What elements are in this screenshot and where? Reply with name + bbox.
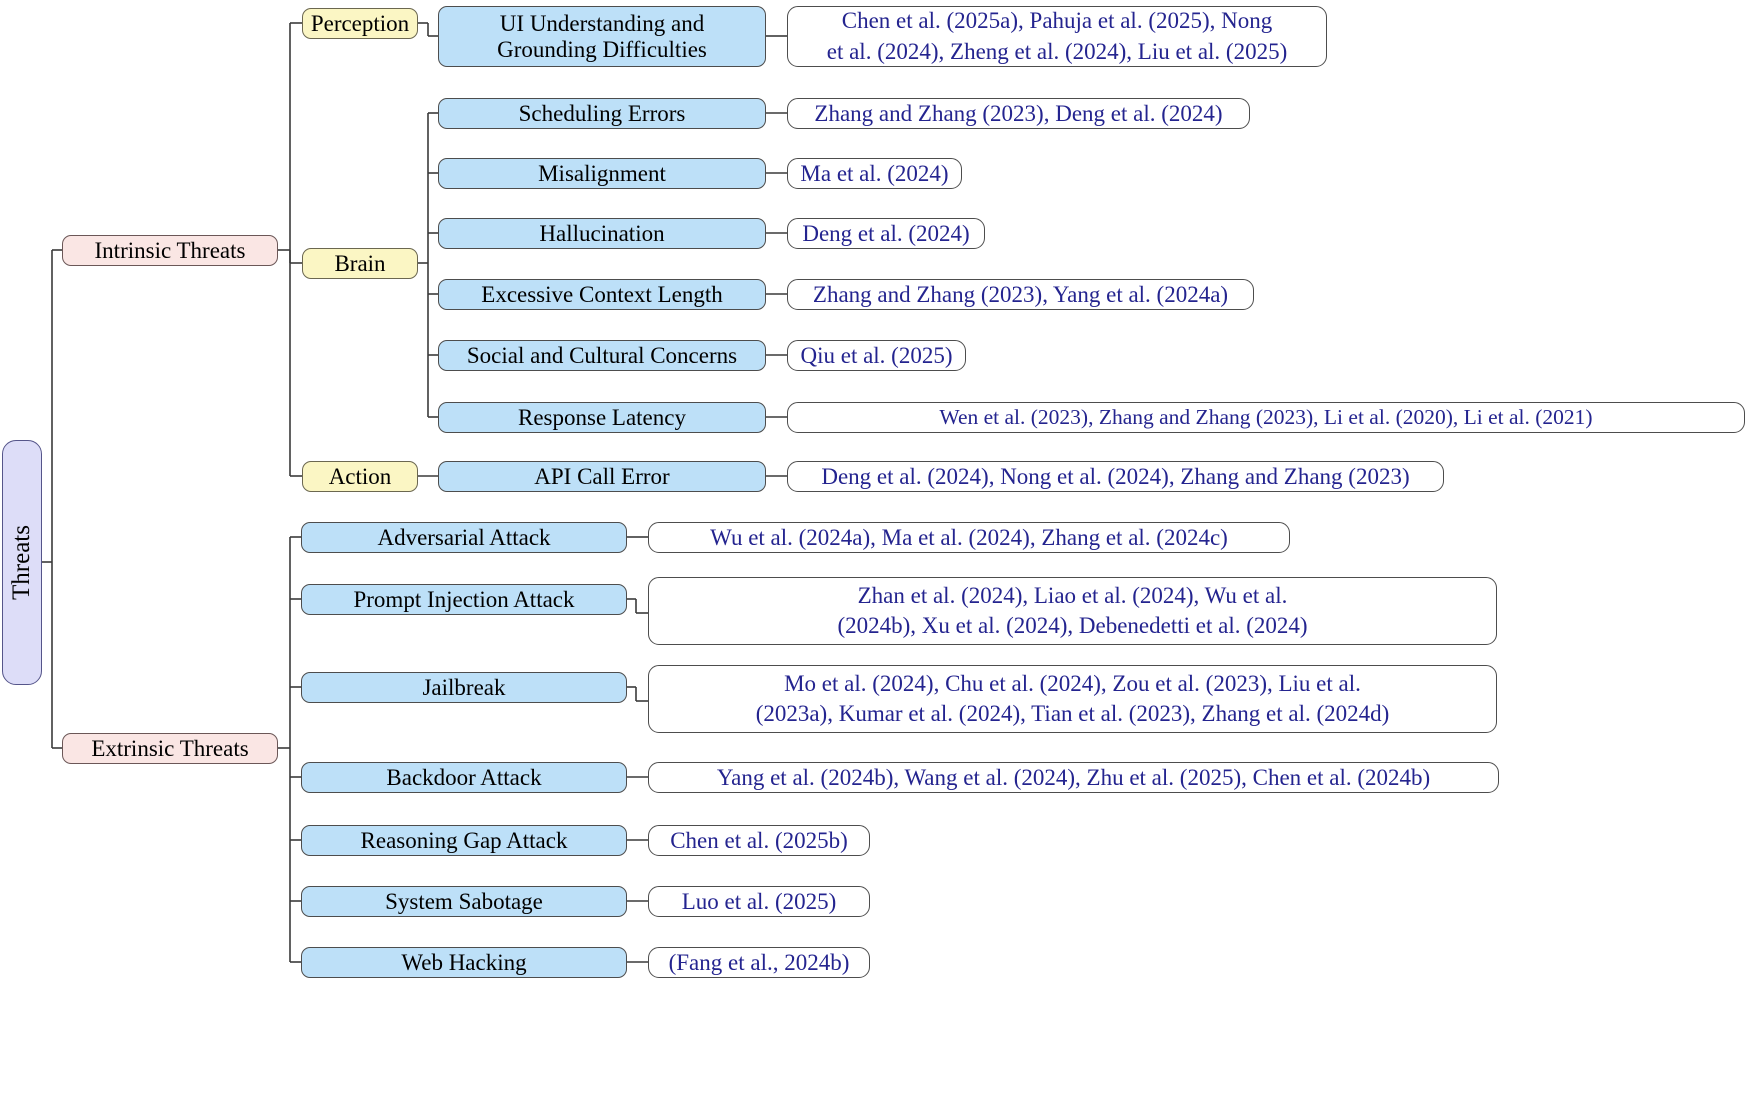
topic-node-hallucination[interactable]: Hallucination [438,218,766,249]
topic-label-prompt-injection-attack: Prompt Injection Attack [353,586,575,612]
citation-text-backdoor-attack: Yang et al. (2024b), Wang et al. (2024),… [716,764,1431,790]
citation-text-api-call-error: Deng et al. (2024), Nong et al. (2024), … [821,463,1410,489]
topic-label-hallucination: Hallucination [539,220,665,246]
citation-line2: (2024b), Xu et al. (2024), Debenedetti e… [837,613,1308,638]
citation-node-ui-understanding[interactable]: Chen et al. (2025a), Pahuja et al. (2025… [787,6,1327,67]
citation-text-excessive-context-length: Zhang and Zhang (2023), Yang et al. (202… [812,281,1229,307]
topic-node-social-and-cultural-concerns[interactable]: Social and Cultural Concerns [438,340,766,371]
topic-label-social-and-cultural-concerns: Social and Cultural Concerns [466,342,738,368]
citation-node-prompt-injection-attack[interactable]: Zhan et al. (2024), Liao et al. (2024), … [648,577,1497,645]
topic-node-web-hacking[interactable]: Web Hacking [301,947,627,978]
branch-node-extrinsic-threats[interactable]: Extrinsic Threats [62,733,278,764]
topic-node-jailbreak[interactable]: Jailbreak [301,672,627,703]
citation-node-web-hacking[interactable]: (Fang et al., 2024b) [648,947,870,978]
category-label-perception: Perception [310,10,410,36]
citation-node-api-call-error[interactable]: Deng et al. (2024), Nong et al. (2024), … [787,461,1444,492]
topic-label-web-hacking: Web Hacking [401,949,527,975]
citation-line2: et al. (2024), Zheng et al. (2024), Liu … [826,38,1288,64]
citation-node-backdoor-attack[interactable]: Yang et al. (2024b), Wang et al. (2024),… [648,762,1499,793]
category-node-action[interactable]: Action [302,461,418,492]
citation-line1: Chen et al. (2025a), Pahuja et al. (2025… [841,8,1273,34]
topic-label-api-call-error: API Call Error [534,463,670,489]
citation-node-social-and-cultural-concerns[interactable]: Qiu et al. (2025) [787,340,966,371]
category-node-brain[interactable]: Brain [302,248,418,279]
citation-node-misalignment[interactable]: Ma et al. (2024) [787,158,962,189]
citation-node-excessive-context-length[interactable]: Zhang and Zhang (2023), Yang et al. (202… [787,279,1254,310]
topic-label-line2: Grounding Difficulties [497,36,707,62]
citation-node-reasoning-gap-attack[interactable]: Chen et al. (2025b) [648,825,870,856]
topic-node-api-call-error[interactable]: API Call Error [438,461,766,492]
topic-node-backdoor-attack[interactable]: Backdoor Attack [301,762,627,793]
citation-node-jailbreak[interactable]: Mo et al. (2024), Chu et al. (2024), Zou… [648,665,1497,733]
category-node-perception[interactable]: Perception [302,8,418,39]
topic-label-response-latency: Response Latency [518,404,686,430]
category-label-action: Action [328,463,392,489]
topic-node-ui-understanding[interactable]: UI Understanding and Grounding Difficult… [438,6,766,67]
citation-node-response-latency[interactable]: Wen et al. (2023), Zhang and Zhang (2023… [787,402,1745,433]
topic-label-backdoor-attack: Backdoor Attack [386,764,542,790]
topic-node-reasoning-gap-attack[interactable]: Reasoning Gap Attack [301,825,627,856]
topic-node-response-latency[interactable]: Response Latency [438,402,766,433]
category-label-brain: Brain [334,250,386,276]
citation-line1: Zhan et al. (2024), Liao et al. (2024), … [857,582,1288,608]
topic-node-misalignment[interactable]: Misalignment [438,158,766,189]
citation-text-response-latency: Wen et al. (2023), Zhang and Zhang (2023… [939,405,1593,430]
topic-label-scheduling-errors: Scheduling Errors [518,100,686,126]
citation-line1: Mo et al. (2024), Chu et al. (2024), Zou… [784,670,1361,696]
citation-text-system-sabotage: Luo et al. (2025) [681,888,837,914]
root-node-label: Threats [8,525,35,600]
topic-label-jailbreak: Jailbreak [422,674,506,700]
topic-node-system-sabotage[interactable]: System Sabotage [301,886,627,917]
topic-label-adversarial-attack: Adversarial Attack [377,524,551,550]
citation-node-scheduling-errors[interactable]: Zhang and Zhang (2023), Deng et al. (202… [787,98,1250,129]
branch-label-extrinsic: Extrinsic Threats [91,735,249,761]
citation-text-reasoning-gap-attack: Chen et al. (2025b) [670,827,848,853]
topic-label-reasoning-gap-attack: Reasoning Gap Attack [360,827,568,853]
citation-text-scheduling-errors: Zhang and Zhang (2023), Deng et al. (202… [814,100,1223,126]
citation-node-adversarial-attack[interactable]: Wu et al. (2024a), Ma et al. (2024), Zha… [648,522,1290,553]
citation-text-adversarial-attack: Wu et al. (2024a), Ma et al. (2024), Zha… [710,524,1228,550]
citation-node-system-sabotage[interactable]: Luo et al. (2025) [648,886,870,917]
topic-node-adversarial-attack[interactable]: Adversarial Attack [301,522,627,553]
topic-node-scheduling-errors[interactable]: Scheduling Errors [438,98,766,129]
citation-text-web-hacking: (Fang et al., 2024b) [668,949,850,975]
citation-node-hallucination[interactable]: Deng et al. (2024) [787,218,985,249]
topic-label-system-sabotage: System Sabotage [385,888,543,914]
branch-label-intrinsic: Intrinsic Threats [94,237,246,263]
citation-text-misalignment: Ma et al. (2024) [800,160,949,186]
root-node-threats[interactable]: Threats [2,440,42,685]
topic-node-excessive-context-length[interactable]: Excessive Context Length [438,279,766,310]
citation-line2: (2023a), Kumar et al. (2024), Tian et al… [755,701,1390,726]
topic-label-line1: UI Understanding and [499,10,705,36]
branch-node-intrinsic-threats[interactable]: Intrinsic Threats [62,235,278,266]
citation-text-social-and-cultural-concerns: Qiu et al. (2025) [800,342,953,368]
citation-text-hallucination: Deng et al. (2024) [802,220,970,246]
topic-label-misalignment: Misalignment [538,160,666,186]
topic-node-prompt-injection-attack[interactable]: Prompt Injection Attack [301,584,627,615]
topic-label-excessive-context-length: Excessive Context Length [481,281,723,307]
